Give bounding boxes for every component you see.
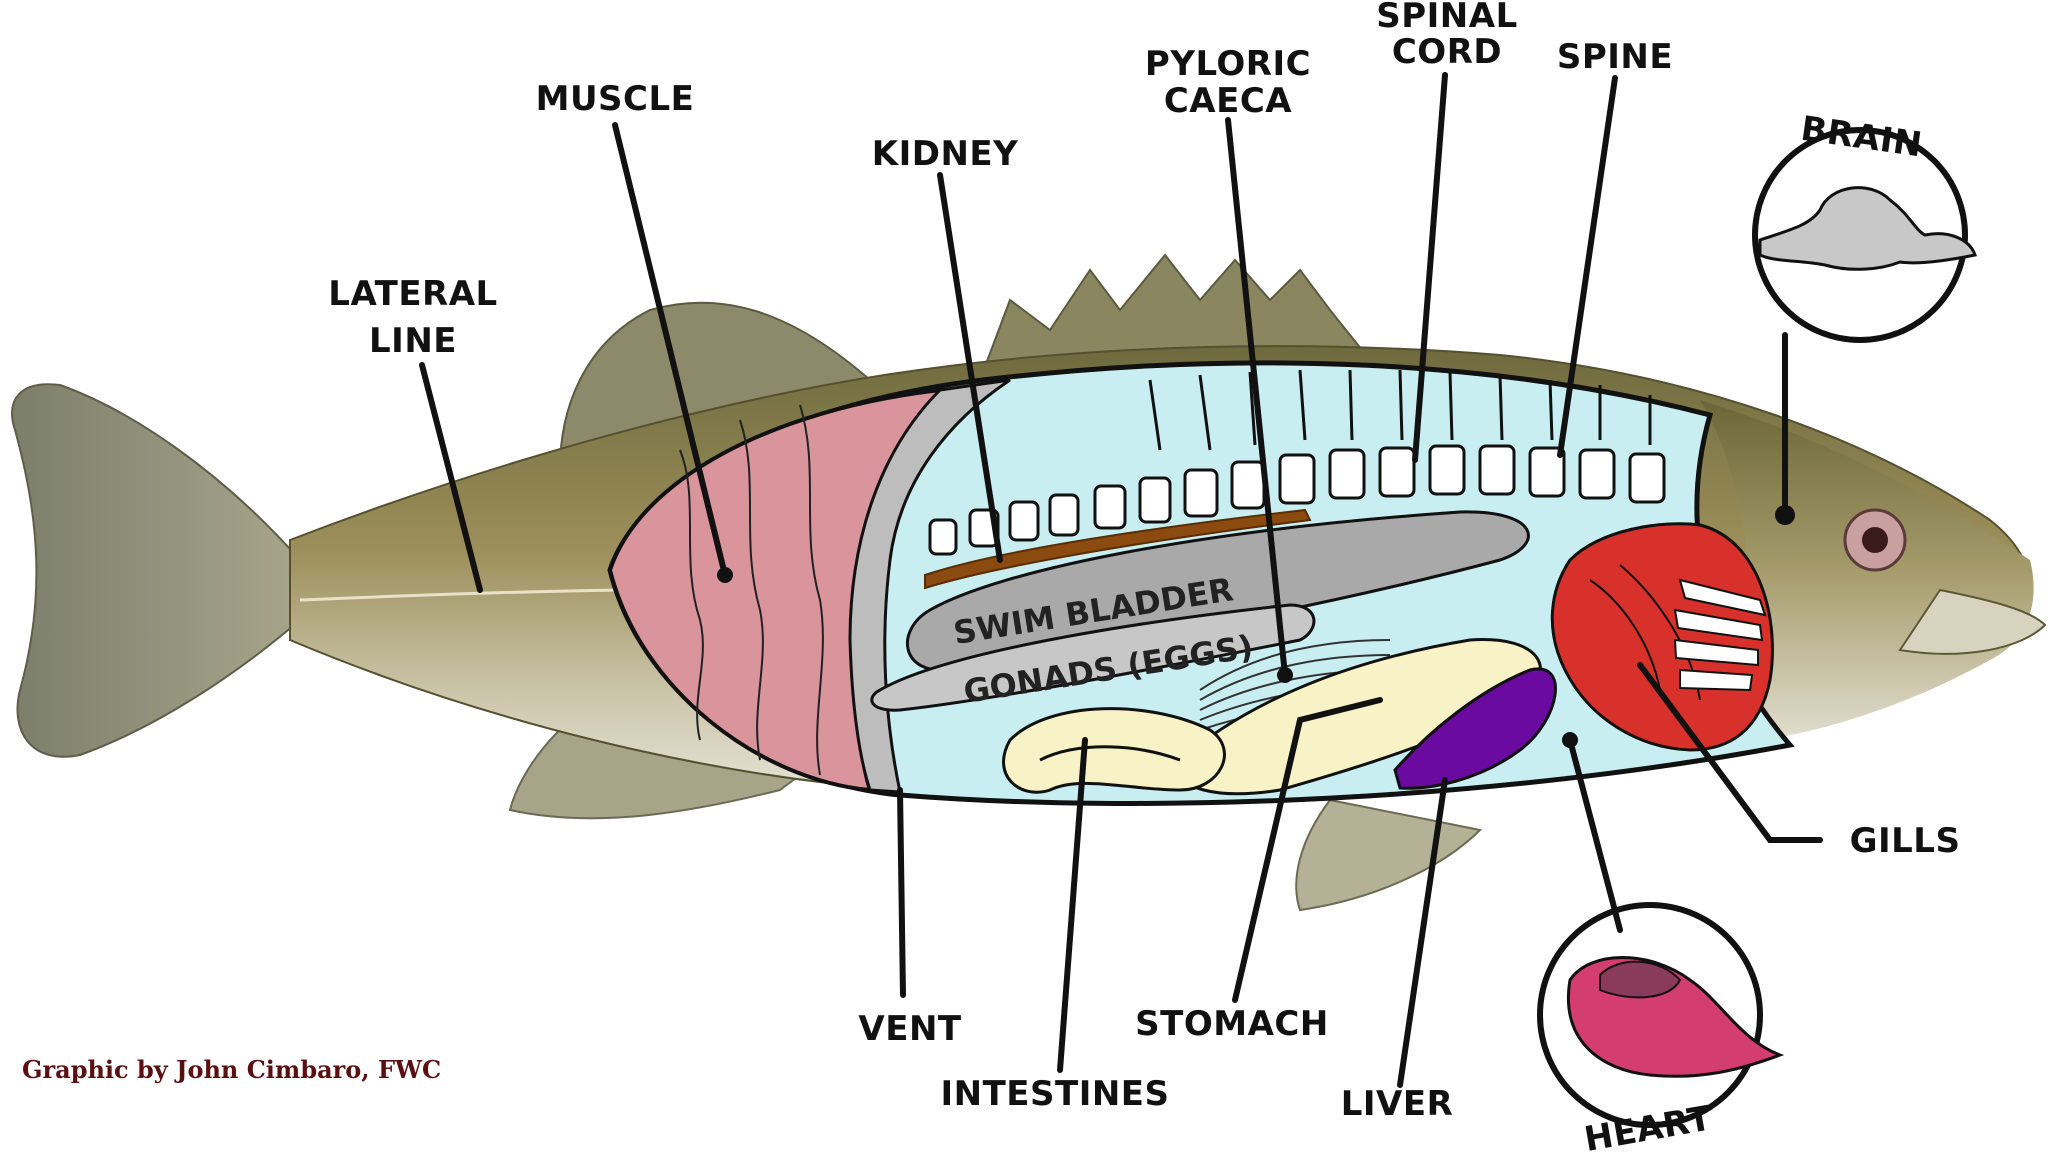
pelvic-fin (1295, 798, 1483, 912)
label-lateral-line-1: LATERAL (328, 274, 497, 314)
intestines (1002, 707, 1226, 794)
cutaway (607, 360, 1795, 806)
label-spinal-1: SPINAL (1376, 0, 1518, 36)
fish-mouth (1898, 588, 2047, 655)
label-vent: VENT (858, 1009, 961, 1049)
label-gills: GILLS (1850, 821, 1961, 861)
label-kidney: KIDNEY (872, 134, 1019, 174)
label-liver: LIVER (1341, 1084, 1454, 1124)
label-spinal-2: CORD (1392, 32, 1502, 72)
liver (1393, 667, 1557, 790)
fish-pupil (1862, 527, 1888, 553)
label-stomach: STOMACH (1135, 1004, 1329, 1044)
kidney (924, 508, 1312, 590)
heart-atrium (1599, 960, 1682, 999)
lateral-line-stripe (299, 588, 621, 602)
label-intestines: INTESTINES (940, 1074, 1169, 1114)
heart-callout (1537, 902, 1785, 1128)
label-spine: SPINE (1557, 37, 1673, 77)
label-pyloric-2: CAECA (1164, 81, 1292, 121)
leader-lines (419, 72, 1823, 1088)
label-muscle: MUSCLE (536, 79, 695, 119)
brain-illustration (1758, 186, 1977, 271)
gill-rakers (1673, 578, 1767, 692)
label-pyloric-1: PYLORIC (1145, 44, 1311, 84)
credit-text: Graphic by John Cimbaro, FWC (22, 1055, 441, 1084)
vertebrae (928, 444, 1666, 556)
ribs (1148, 369, 1652, 451)
gills (1550, 522, 1774, 752)
label-lateral-line-2: LINE (369, 321, 457, 361)
gonads (870, 603, 1316, 712)
muscle-myomeres (679, 404, 824, 776)
brain-callout (1752, 127, 1977, 343)
tail-fin (11, 383, 301, 758)
